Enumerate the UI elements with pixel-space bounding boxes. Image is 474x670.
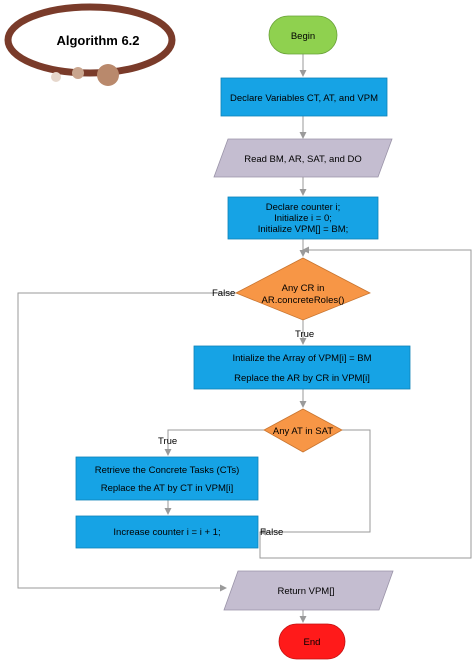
decision-cr-line-2: AR.concreteRoles() bbox=[262, 295, 345, 306]
badge-dot-large bbox=[97, 64, 119, 86]
init-array-line-1: Intialize the Array of VPM[i] = BM bbox=[232, 353, 371, 364]
retrieve-ct-shape bbox=[75, 456, 259, 501]
declare-variables-label: Declare Variables CT, AT, and VPM bbox=[230, 93, 378, 104]
edge-at-true bbox=[164, 429, 264, 456]
increase-counter-shape bbox=[75, 515, 259, 549]
edge-label-at-true: True bbox=[158, 436, 177, 447]
return-vpm-shape bbox=[223, 570, 394, 611]
retrieve-ct-line-2: Replace the AT by CT in VPM[i] bbox=[101, 483, 234, 494]
init-array-line-2: Replace the AR by CR in VPM[i] bbox=[234, 373, 370, 384]
read-inputs-label: Read BM, AR, SAT, and DO bbox=[244, 154, 362, 165]
end-shape bbox=[278, 623, 346, 660]
edge-at-false bbox=[259, 429, 371, 536]
init-array-shape bbox=[193, 345, 411, 390]
declare-variables-shape bbox=[220, 77, 388, 117]
declare-variables-process: Declare Variables CT, AT, and VPM bbox=[220, 77, 388, 117]
badge-title: Algorithm 6.2 bbox=[56, 33, 139, 48]
end-terminal: End bbox=[278, 623, 346, 660]
decision-cr-shape bbox=[235, 257, 371, 321]
edge-loop-back bbox=[259, 246, 472, 559]
init-counter-line-1: Declare counter i; bbox=[266, 202, 340, 213]
begin-shape bbox=[268, 15, 338, 55]
badge-dot-small bbox=[51, 72, 61, 82]
badge-dot-medium bbox=[72, 67, 84, 79]
decision-at-label: Any AT in SAT bbox=[273, 426, 333, 437]
increase-counter-label: Increase counter i = i + 1; bbox=[113, 527, 220, 538]
decision-cr-line-1: Any CR in bbox=[282, 283, 325, 294]
edge-cr-false bbox=[17, 292, 236, 592]
decision-at: Any AT in SAT bbox=[263, 408, 343, 453]
decision-at-shape bbox=[263, 408, 343, 453]
read-inputs-io: Read BM, AR, SAT, and DO bbox=[213, 138, 393, 178]
badge-ring bbox=[4, 3, 176, 77]
edge-label-at-false: False bbox=[260, 527, 283, 538]
init-counter-process: Declare counter i; Initialize i = 0; Ini… bbox=[227, 196, 379, 240]
return-vpm-io: Return VPM[] bbox=[223, 570, 394, 611]
increase-counter-process: Increase counter i = i + 1; bbox=[75, 515, 259, 549]
connectors bbox=[17, 54, 472, 623]
retrieve-ct-line-1: Retrieve the Concrete Tasks (CTs) bbox=[95, 465, 240, 476]
init-array-process: Intialize the Array of VPM[i] = BM Repla… bbox=[193, 345, 411, 390]
end-label: End bbox=[304, 637, 321, 648]
decision-cr: Any CR in AR.concreteRoles() bbox=[235, 257, 371, 321]
init-counter-shape bbox=[227, 196, 379, 240]
edge-label-cr-false: False bbox=[212, 288, 235, 299]
init-counter-line-2: Initialize i = 0; bbox=[274, 213, 332, 224]
begin-terminal: Begin bbox=[268, 15, 338, 55]
init-counter-line-3: Initialize VPM[] = BM; bbox=[258, 224, 349, 235]
edge-label-cr-true: True bbox=[295, 329, 314, 340]
return-vpm-label: Return VPM[] bbox=[277, 586, 334, 597]
retrieve-ct-process: Retrieve the Concrete Tasks (CTs) Replac… bbox=[75, 456, 259, 501]
begin-label: Begin bbox=[291, 31, 315, 42]
algorithm-badge: Algorithm 6.2 bbox=[4, 3, 176, 86]
read-inputs-shape bbox=[213, 138, 393, 178]
